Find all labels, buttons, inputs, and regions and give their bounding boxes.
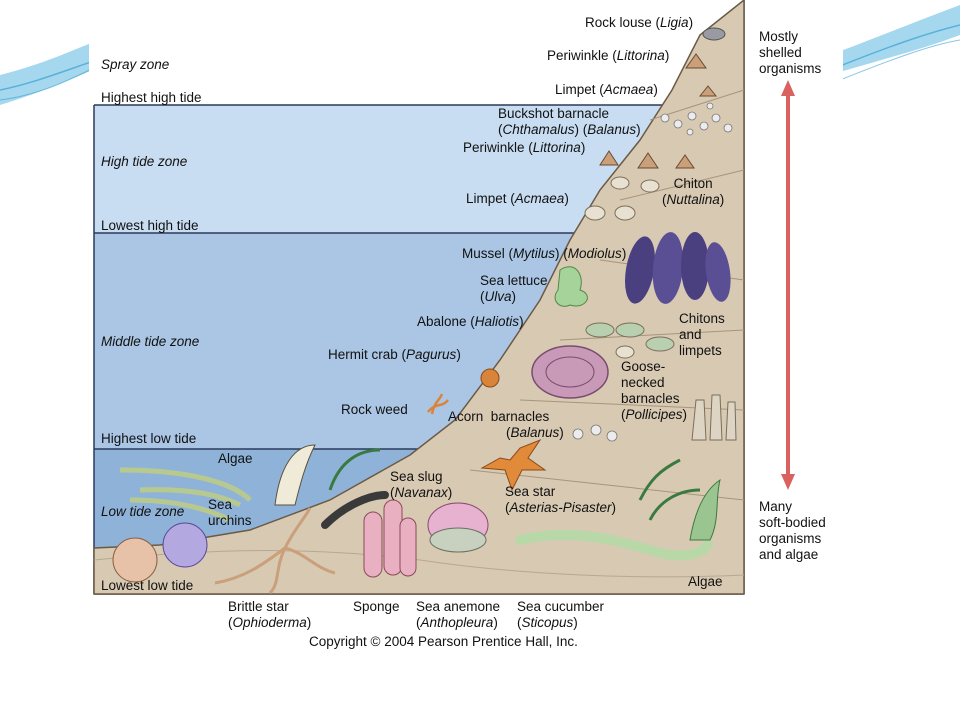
periwinkle-top-label: Periwinkle (Littorina) (547, 48, 670, 63)
sea-lettuce-label: Sea lettuce (Ulva) (480, 273, 548, 304)
spray-zone-label: Spray zone (101, 57, 170, 72)
algae-bottom-label: Algae (688, 574, 723, 589)
sea-urchins-label: Sea urchins (208, 497, 252, 528)
chitons-limpets-label: Chitons and limpets (679, 311, 725, 358)
low-tide-zone-label: Low tide zone (101, 504, 185, 519)
limpet-high-label: Limpet (Acmaea) (466, 191, 569, 206)
chiton-label: Chiton (Nuttalina) (662, 176, 725, 207)
goose-barnacles-label: Goose- necked barnacles (Pollicipes) (621, 359, 688, 422)
abalone-label: Abalone (Haliotis) (417, 314, 524, 329)
rock-louse-label: Rock louse (Ligia) (585, 15, 694, 30)
lowest-high-tide-label: Lowest high tide (101, 218, 199, 233)
algae-top-label: Algae (218, 451, 253, 466)
sponge (363, 499, 417, 578)
soft-bodied-label: Many soft-bodied organisms and algae (759, 499, 826, 562)
gradient-arrow-head-bottom (781, 474, 795, 490)
sea-star (480, 438, 547, 492)
tide-zone-diagram (93, 0, 795, 595)
acorn-barnacles-label: Acorn barnacles (Balanus) (448, 409, 564, 440)
highest-low-tide-label: Highest low tide (101, 431, 197, 446)
mussel-label: Mussel (Mytilus) (Modiolus) (462, 246, 627, 261)
mussel-shells (625, 232, 731, 304)
sea-star-label: Sea star (Asterias-Pisaster) (505, 484, 617, 515)
sea-cucumber (515, 529, 713, 561)
rock-weed-label: Rock weed (341, 402, 408, 417)
copyright-notice: Copyright © 2004 Pearson Prentice Hall, … (309, 634, 578, 649)
algae-kelp-left (119, 467, 252, 523)
sea-urchin-2 (162, 522, 208, 568)
sea-cucumber-label: Sea cucumber (Sticopus) (517, 599, 605, 630)
sea-lettuce (554, 266, 588, 307)
rock-slope (93, 0, 745, 595)
gradient-arrow-head-top (781, 80, 795, 96)
brittle-star (214, 507, 336, 595)
periwinkle-high-label: Periwinkle (Littorina) (463, 140, 586, 155)
middle-tide-zone-label: Middle tide zone (101, 334, 200, 349)
buckshot-barnacle-label: Buckshot barnacle (Chthamalus) (Balanus) (498, 106, 641, 137)
mostly-shelled-label: Mostly shelled organisms (759, 29, 822, 76)
lowest-low-tide-label: Lowest low tide (101, 578, 194, 593)
sea-slug-label: Sea slug (Navanax) (390, 469, 453, 500)
sea-anemone-label: Sea anemone (Anthopleura) (416, 599, 501, 630)
high-tide-zone-label: High tide zone (101, 154, 188, 169)
brittle-star-label: Brittle star (Ophioderma) (228, 599, 312, 630)
hermit-crab-label: Hermit crab (Pagurus) (328, 347, 461, 362)
sea-urchin-1 (112, 537, 158, 583)
limpet-top-label: Limpet (Acmaea) (555, 82, 658, 97)
abalone-shell (531, 345, 609, 399)
highest-high-tide-label: Highest high tide (101, 90, 202, 105)
sponge-label: Sponge (353, 599, 400, 614)
